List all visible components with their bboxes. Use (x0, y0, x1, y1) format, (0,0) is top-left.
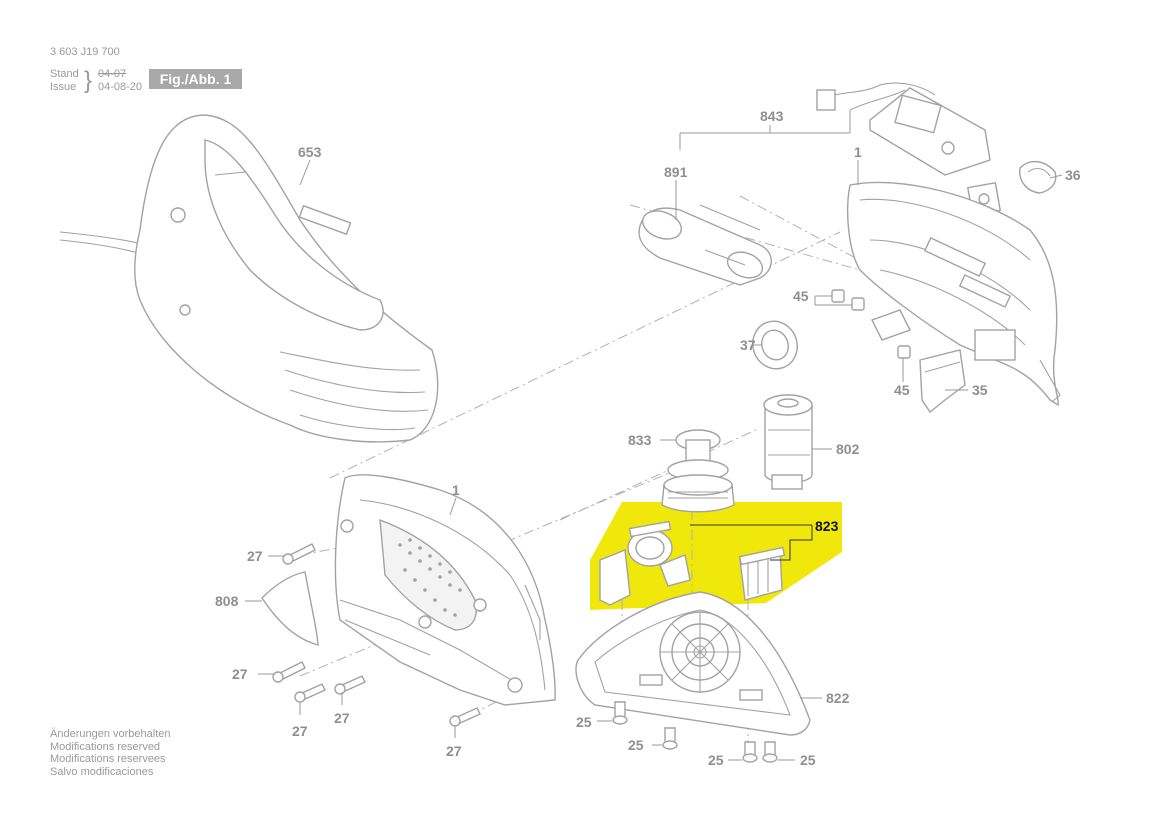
part-833-gear-shaft (661, 429, 735, 513)
callout-27-c: 27 (292, 723, 308, 739)
grille-dots (398, 538, 462, 617)
part-1-housing-side (334, 474, 556, 706)
part-25-screws (612, 701, 778, 763)
callout-27-a: 27 (247, 548, 263, 564)
disclaimer-line: Salvo modificaciones (50, 765, 154, 778)
document-number: 3 603 J19 700 (50, 46, 120, 58)
callout-37: 37 (740, 337, 756, 353)
callout-45-a: 45 (793, 288, 809, 304)
callout-27-b: 27 (232, 666, 248, 682)
stand-label: Stand (50, 68, 79, 80)
callout-653: 653 (298, 144, 322, 160)
callout-802: 802 (836, 441, 860, 457)
part-45-pins (831, 289, 911, 359)
callout-25-a: 25 (576, 714, 592, 730)
disclaimer-line: Änderungen vorbehalten (50, 728, 171, 740)
callout-36: 36 (1065, 167, 1081, 183)
disclaimer-line: Modifications reserved (50, 740, 161, 753)
part-808-cover (261, 571, 319, 646)
callout-25-d: 25 (800, 752, 816, 768)
callout-1-top: 1 (854, 144, 862, 160)
issue-date: 04-08-20 (98, 81, 143, 93)
leader-lines (245, 110, 1063, 761)
callout-25-b: 25 (628, 737, 644, 753)
disclaimer-line: Modifications reservees (50, 753, 166, 766)
callout-822: 822 (826, 690, 850, 706)
stand-date: 04-07 (98, 68, 127, 80)
callout-843: 843 (760, 108, 784, 124)
part-27-screws (272, 543, 481, 727)
callout-833: 833 (628, 432, 652, 448)
disclaimer: Änderungen vorbehalten Modifications res… (50, 728, 170, 778)
part-823-brackets (599, 520, 786, 606)
callout-25-c: 25 (708, 752, 724, 768)
part-36-knob (1019, 161, 1057, 194)
callout-808: 808 (215, 593, 239, 609)
callout-823: 823 (815, 518, 839, 534)
brace-icon: } (84, 67, 93, 94)
part-822-base-plate (575, 591, 811, 736)
part-843-battery-electronics (638, 82, 1002, 286)
callout-45-b: 45 (894, 382, 910, 398)
part-35-clip (919, 349, 966, 414)
callout-27-d: 27 (334, 710, 350, 726)
figure-badge: Fig./Abb. 1 (149, 69, 242, 89)
callout-1-mid: 1 (452, 482, 460, 498)
part-1-housing-top (846, 181, 1061, 407)
callout-35: 35 (972, 382, 988, 398)
part-653-charger-cradle (59, 114, 439, 443)
part-37-ring (752, 320, 798, 370)
revision-block: Stand 04-07 Issue 04-08-20 } (50, 68, 142, 94)
callout-891: 891 (664, 164, 688, 180)
callout-27-e: 27 (446, 743, 462, 759)
issue-label: Issue (50, 81, 77, 93)
part-802-motor (763, 394, 813, 490)
callout-labels: 653 843 891 1 36 45 37 45 35 833 802 1 8… (215, 108, 1081, 768)
